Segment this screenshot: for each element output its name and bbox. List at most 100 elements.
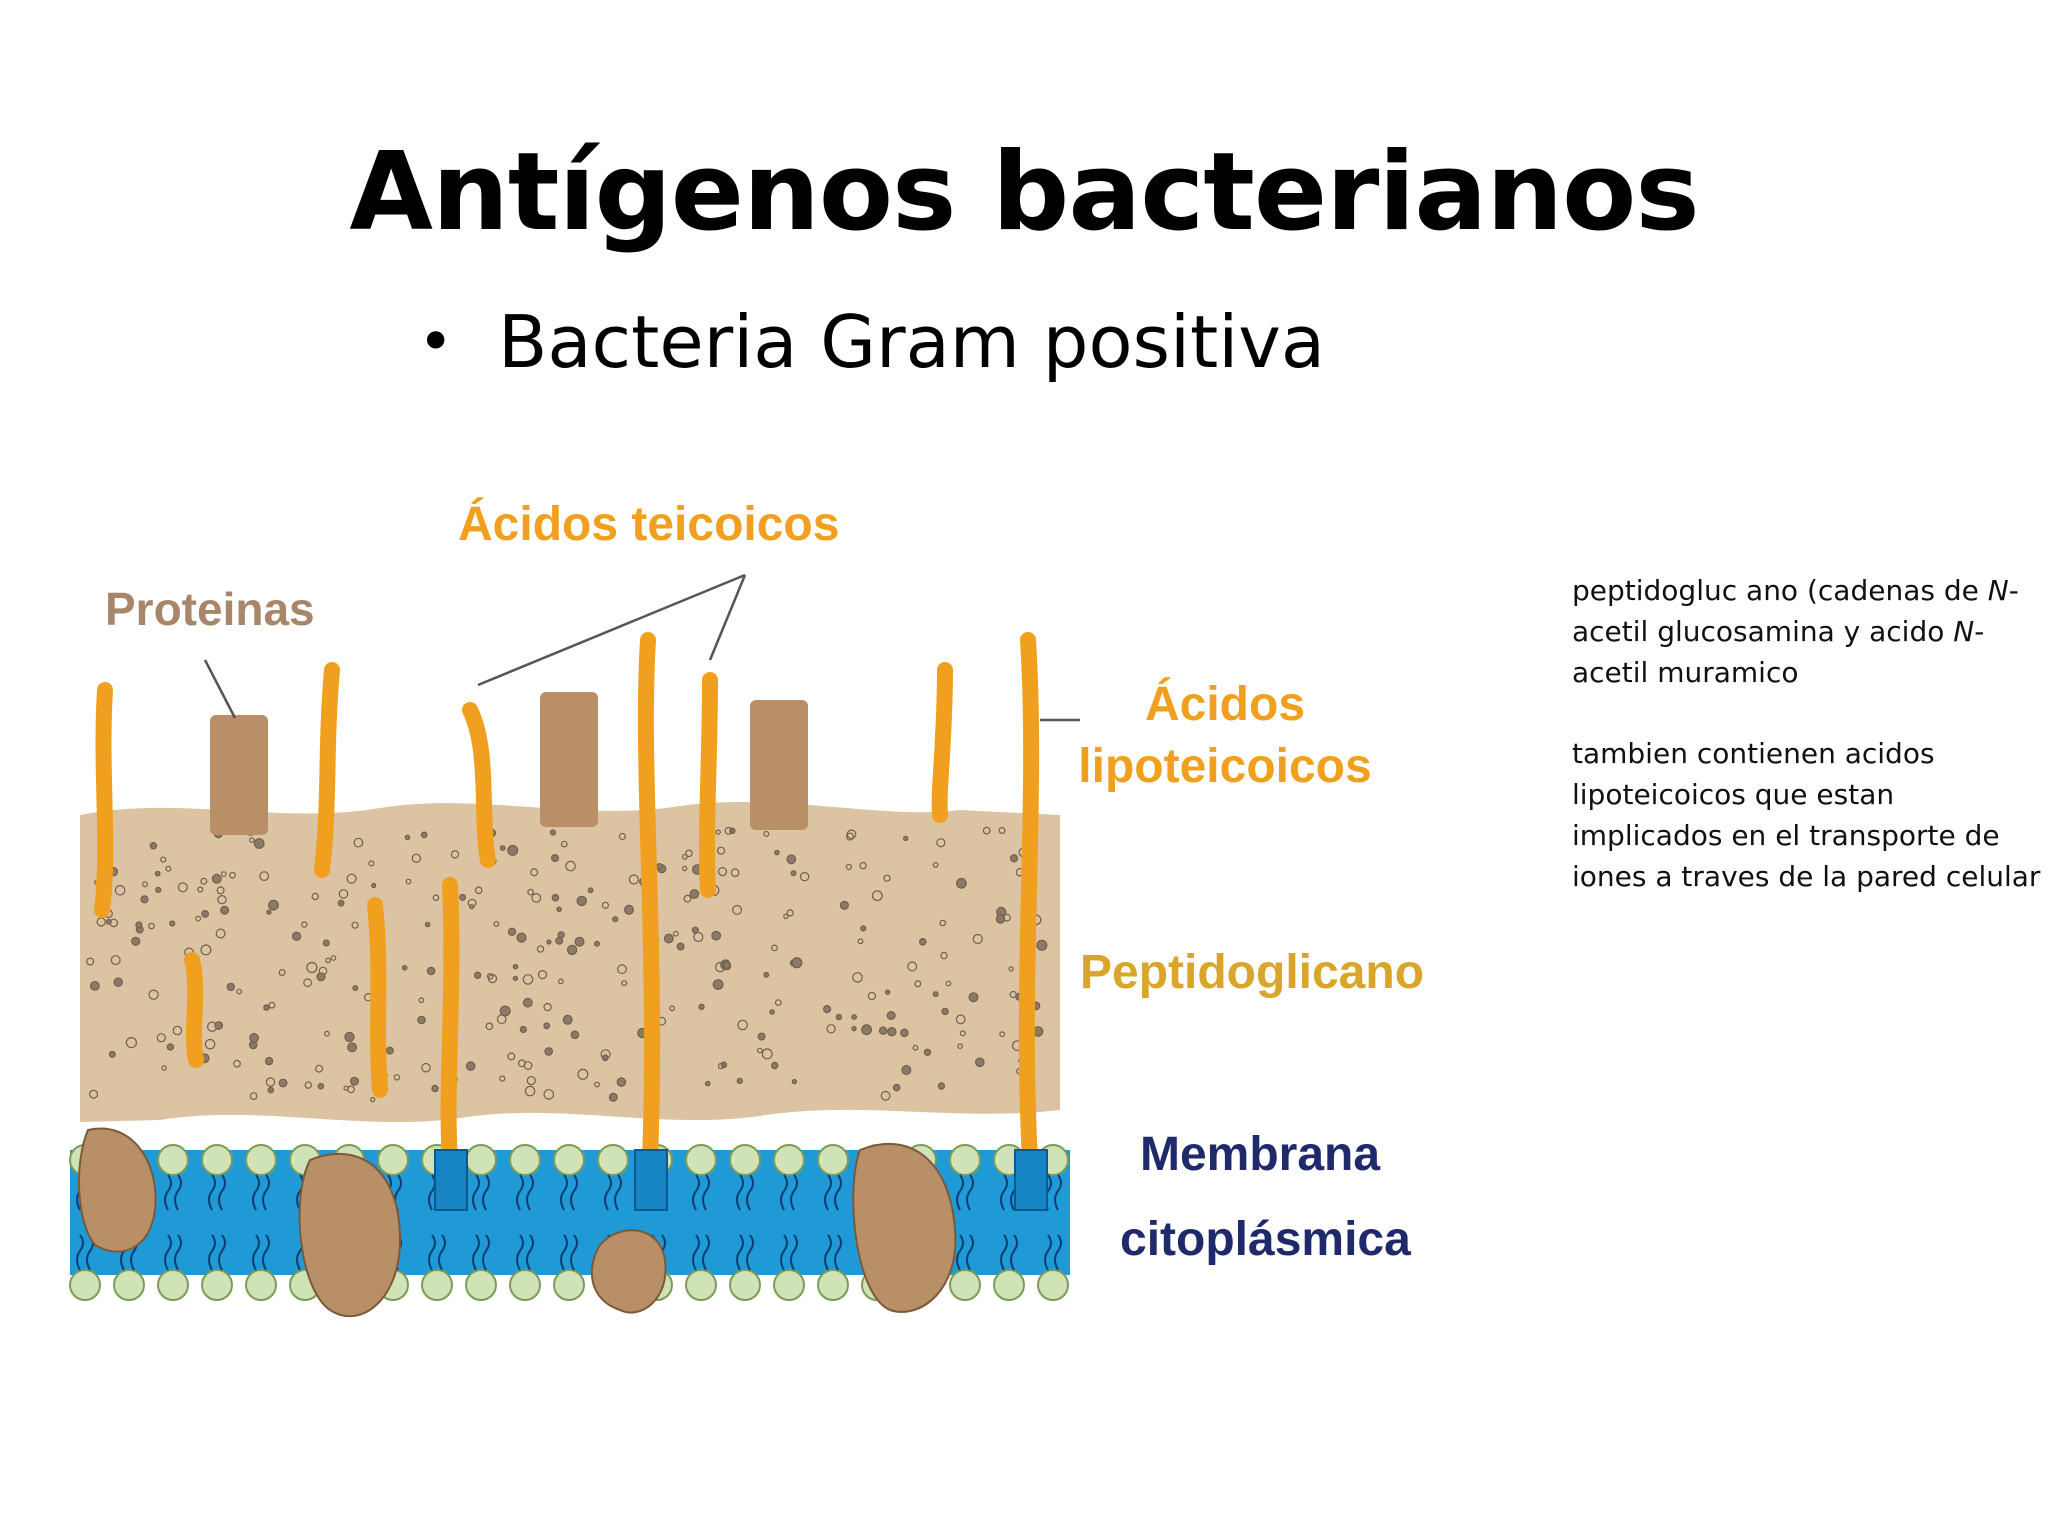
- speckle: [131, 936, 141, 946]
- speckle: [86, 957, 95, 966]
- speckle: [149, 842, 158, 850]
- speckle: [368, 860, 375, 867]
- lipid-head: [157, 1269, 189, 1301]
- speckle: [268, 899, 279, 911]
- lipid-tail: [780, 1174, 788, 1211]
- speckle: [263, 1004, 270, 1011]
- lipid-tail: [824, 1174, 832, 1211]
- speckle: [465, 1061, 476, 1071]
- lipid-tail: [824, 1234, 832, 1271]
- surface-protein: [750, 700, 808, 830]
- speckle: [424, 921, 431, 928]
- speckle: [526, 1075, 536, 1086]
- speckle: [315, 1064, 324, 1073]
- lipid-tail: [262, 1174, 270, 1211]
- lipid-tail: [164, 1174, 172, 1211]
- speckle: [845, 832, 854, 841]
- membrane-protein: [590, 1229, 667, 1314]
- speckle: [757, 1032, 766, 1041]
- pointer-line: [477, 573, 746, 687]
- speckle: [617, 964, 627, 975]
- lipid-tail: [482, 1234, 490, 1271]
- teichoic-acid-strand: [94, 682, 114, 918]
- notes-paragraph-lipoteichoic: tambien contienen acidos lipoteicoicos q…: [1572, 737, 2041, 893]
- speckle: [857, 938, 864, 945]
- lipid-head: [113, 1269, 145, 1301]
- speckle: [418, 997, 425, 1004]
- speckle: [507, 1052, 516, 1061]
- lipid-tail: [164, 1234, 172, 1271]
- speckle: [405, 878, 412, 885]
- speckle: [512, 963, 519, 970]
- speckle: [291, 931, 302, 941]
- speckle: [880, 1090, 891, 1101]
- speckle: [918, 937, 927, 946]
- speckle: [519, 1025, 527, 1034]
- lipid-head: [245, 1269, 277, 1301]
- speckle: [845, 863, 853, 870]
- speckle: [278, 1078, 288, 1088]
- speckle: [720, 959, 731, 970]
- speckle: [724, 826, 733, 835]
- speckle: [347, 1042, 358, 1053]
- speckle: [140, 895, 149, 904]
- speckle: [110, 955, 121, 966]
- notes-text: peptidogluc ano (cadenas de N-acetil glu…: [1572, 570, 2042, 937]
- lipid-head: [553, 1269, 585, 1301]
- speckle: [912, 1044, 919, 1051]
- lipid-head: [993, 1269, 1025, 1301]
- bullet-dot-icon: •: [418, 307, 454, 377]
- speckle: [522, 997, 533, 1008]
- lipid-head: [509, 1269, 541, 1301]
- lipid-tail: [208, 1234, 216, 1271]
- speckle: [404, 834, 411, 841]
- speckle: [761, 1048, 773, 1060]
- lipid-head: [509, 1144, 541, 1176]
- lipoteichoic-acid-strand: [637, 632, 661, 1168]
- speckle: [835, 1013, 843, 1021]
- speckle: [616, 1077, 627, 1087]
- speckle: [968, 992, 979, 1003]
- lipid-tail: [604, 1174, 612, 1211]
- speckle: [839, 900, 850, 910]
- speckle: [371, 882, 377, 889]
- speckle: [432, 894, 440, 902]
- lipid-tail: [692, 1174, 700, 1211]
- speckle: [530, 868, 539, 877]
- speckle: [577, 1068, 589, 1080]
- speckle: [259, 871, 270, 882]
- membrane-protein: [852, 1142, 957, 1313]
- speckle: [982, 826, 991, 835]
- speckle: [689, 889, 700, 899]
- speckle: [90, 981, 100, 991]
- speckle: [197, 886, 204, 893]
- speckle: [771, 1061, 779, 1070]
- speckle: [200, 944, 212, 956]
- speckle: [995, 914, 1006, 924]
- speckle: [411, 853, 422, 863]
- speckle: [216, 886, 225, 895]
- speckle: [763, 971, 770, 978]
- speckle: [887, 1027, 897, 1037]
- speckle: [161, 1065, 167, 1071]
- speckle: [226, 982, 235, 992]
- speckle: [593, 940, 600, 947]
- lipid-tail: [428, 1234, 436, 1271]
- speckle: [266, 909, 272, 915]
- speckle: [531, 893, 542, 903]
- speckle: [715, 961, 726, 973]
- speckle: [370, 1096, 376, 1103]
- bullet-item: • Bacteria Gram positiva: [418, 300, 1325, 384]
- label-peptidoglycan: Peptidoglicano: [1080, 946, 1424, 999]
- speckle: [937, 1082, 946, 1090]
- speckle: [233, 1059, 241, 1068]
- speckle: [417, 1015, 426, 1025]
- speckle: [421, 1062, 431, 1073]
- speckle: [822, 1004, 832, 1014]
- lipid-tail: [438, 1234, 446, 1271]
- surface-protein: [210, 715, 268, 835]
- speckle: [543, 1002, 552, 1012]
- speckle: [711, 930, 722, 941]
- lipid-head: [685, 1269, 717, 1301]
- lipid-tail: [218, 1234, 226, 1271]
